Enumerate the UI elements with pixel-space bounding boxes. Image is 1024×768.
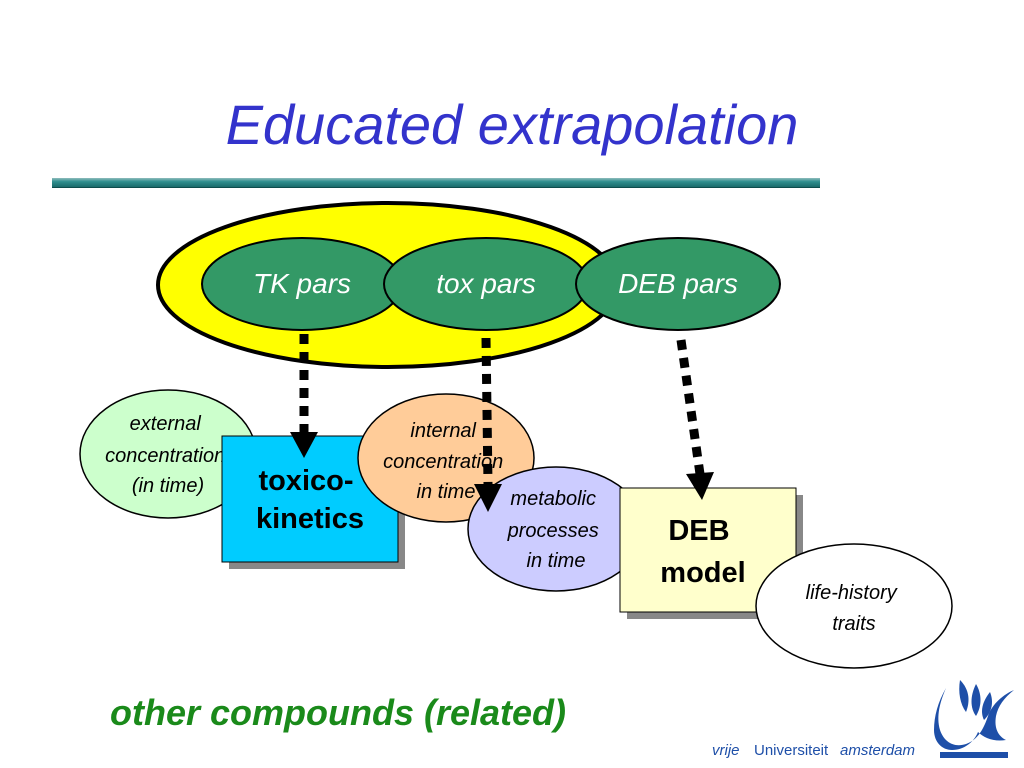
svg-text:internal concentration: internal concentration in time — [383, 420, 509, 503]
model-box-line: DEB — [668, 515, 729, 547]
state-oval-life-history: life-history traits — [755, 543, 953, 669]
state-oval-line: processes — [507, 520, 599, 542]
param-node-deb: DEB pars — [575, 237, 781, 331]
param-node-label: tox pars — [436, 268, 536, 299]
title-divider — [52, 178, 820, 187]
param-node-tox: tox pars — [383, 237, 589, 331]
param-node-tk: TK pars — [201, 237, 403, 331]
bottom-caption: other compounds (related) — [110, 692, 567, 733]
svg-text:metabolic processes: metabolic processes in time — [507, 488, 605, 572]
state-oval-line: metabolic — [510, 488, 596, 510]
griffin-emblem-icon — [934, 680, 1014, 758]
state-oval-line: in time — [527, 550, 586, 572]
arrow-tk-to-toxicokinetics — [290, 334, 318, 458]
slide-title: Educated extrapolation — [225, 93, 799, 156]
model-box-line: kinetics — [256, 503, 364, 535]
state-oval-line: external — [130, 413, 202, 435]
model-box-line: toxico- — [258, 465, 353, 497]
university-logo: vrije Universiteit amsterdam — [712, 680, 1014, 759]
arrow-tox-to-metabolic — [474, 337, 502, 512]
model-box-line: model — [660, 557, 745, 589]
state-oval-line: concentration — [105, 445, 225, 467]
svg-text:DEB model: DEB model — [660, 515, 745, 589]
arrow-deb-to-model — [676, 339, 714, 500]
state-oval-line: in time — [417, 481, 476, 503]
svg-text:external concentration: external concentration (in time) — [105, 413, 231, 497]
param-node-label: DEB pars — [618, 268, 738, 299]
state-oval-line: life-history — [806, 582, 898, 604]
state-oval-line: internal — [410, 420, 476, 442]
svg-text:toxico- kinetics: toxico- kinetics — [256, 465, 364, 535]
state-oval-external: external concentration (in time) — [79, 389, 257, 519]
logo-word-vrije: vrije — [712, 742, 740, 759]
state-oval-line: concentration — [383, 451, 503, 473]
state-oval-line: (in time) — [132, 475, 204, 497]
state-oval-line: traits — [832, 613, 875, 635]
logo-word-universiteit: Universiteit — [754, 742, 829, 759]
param-node-label: TK pars — [253, 268, 351, 299]
logo-word-amsterdam: amsterdam — [840, 742, 915, 759]
svg-text:life-history traits: life-history traits — [806, 582, 903, 635]
